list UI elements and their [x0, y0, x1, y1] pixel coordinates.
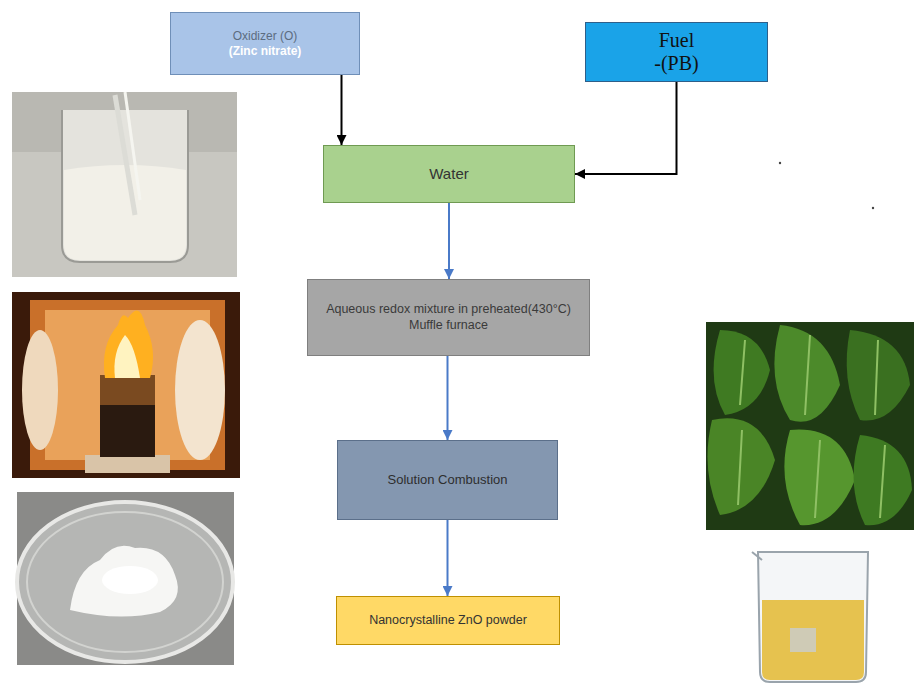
photo-background — [706, 322, 914, 530]
flow-arrow — [341, 75, 343, 145]
photo-background — [12, 292, 240, 478]
petri-dish — [27, 512, 223, 652]
beaker-glass — [758, 552, 868, 682]
beaker-glass — [62, 110, 188, 262]
leaves-photo — [706, 322, 914, 530]
furnace-photo — [12, 292, 240, 478]
photo-background — [12, 92, 237, 277]
photo-background — [17, 492, 234, 665]
process-box: Nanocrystalline ZnO powder — [336, 596, 560, 645]
box-label: -(PB) — [654, 52, 698, 75]
box-label: Nanocrystalline ZnO powder — [369, 613, 527, 629]
powder-photo — [17, 492, 234, 665]
furnace-chamber — [30, 300, 225, 470]
stray-dot — [872, 207, 874, 209]
glass-rod — [115, 95, 135, 215]
stray-dot — [779, 162, 781, 164]
process-box: Solution Combustion — [337, 440, 558, 520]
leaf-vein — [738, 335, 885, 518]
flow-arrow — [447, 356, 449, 440]
insulation — [22, 330, 58, 450]
process-box: Aqueous redox mixture in preheated(430°C… — [307, 279, 590, 356]
white-liquid — [64, 165, 186, 260]
flame — [104, 310, 153, 378]
zno-powder — [70, 546, 178, 617]
beaker-label — [790, 628, 816, 652]
extract-beaker — [752, 552, 868, 682]
flow-arrow — [448, 203, 450, 279]
glass-rod — [125, 92, 140, 200]
flow-arrow — [447, 520, 449, 596]
petri-dish — [17, 502, 233, 662]
box-label: Solution Combustion — [388, 472, 508, 488]
box-label: Aqueous redox mixture in preheated(430°C… — [318, 302, 579, 333]
box-label: Water — [429, 165, 468, 184]
flame-core — [114, 335, 140, 378]
zno-powder — [102, 566, 158, 594]
crucible — [100, 375, 155, 405]
process-box: Water — [323, 145, 575, 203]
insulation — [175, 320, 225, 460]
crucible — [100, 375, 155, 457]
box-label: Fuel — [659, 29, 695, 52]
process-box: Fuel-(PB) — [585, 22, 768, 82]
yellow-liquid — [762, 600, 864, 680]
box-label: (Zinc nitrate) — [229, 44, 302, 59]
beaker-spout — [752, 552, 762, 560]
furnace-base — [85, 455, 170, 473]
flow-arrow — [575, 82, 677, 174]
box-label: Oxidizer (O) — [233, 29, 298, 44]
beaker-photo — [12, 92, 237, 277]
process-box: Oxidizer (O)(Zinc nitrate) — [170, 12, 360, 75]
